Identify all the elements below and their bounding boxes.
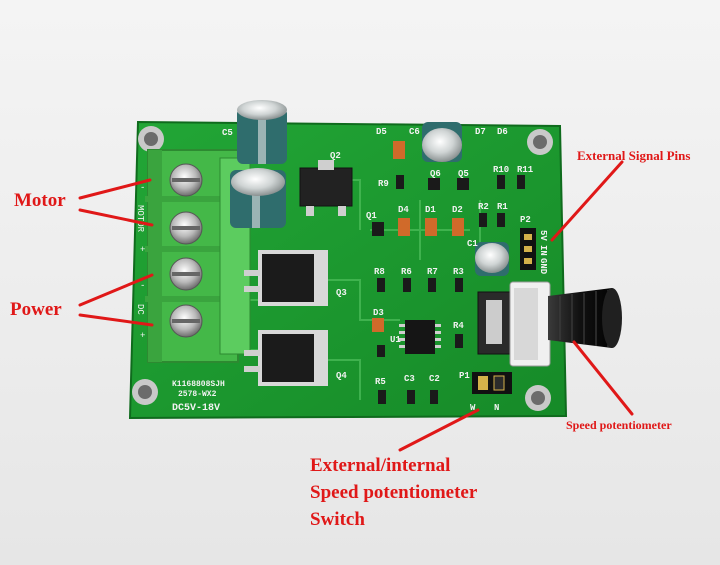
callout-arrow-icon: [78, 160, 634, 452]
callout-speed-switch: External/internal Speed potentiometer Sw…: [310, 452, 550, 533]
silk-d1: D1: [425, 205, 436, 215]
terminal-label: +: [140, 245, 145, 255]
silk-c3: C3: [404, 374, 415, 384]
capacitor-c6: [422, 122, 462, 162]
screw-icon: [169, 211, 203, 245]
silk-r4: R4: [453, 321, 464, 331]
silk-board-id-2: 2578-WX2: [178, 390, 217, 399]
silk-r6: R6: [401, 267, 412, 277]
header-p2: [520, 228, 536, 270]
silk-jumper-n: N: [494, 403, 499, 413]
silk-r3: R3: [453, 267, 464, 277]
silk-d6: D6: [497, 127, 508, 137]
silk-r2: R2: [478, 202, 489, 212]
silk-r7: R7: [427, 267, 438, 277]
screw-terminal-block: [145, 149, 251, 363]
mosfet-q4: [244, 330, 328, 386]
potentiometer-knob-icon: [548, 288, 622, 348]
silk-r1: R1: [497, 202, 508, 212]
capacitor-c5: [230, 100, 287, 228]
silk-p1: P1: [459, 371, 470, 381]
callout-power: Power: [10, 299, 62, 320]
mounting-hole-icon: [138, 126, 164, 152]
silk-d5: D5: [376, 127, 387, 137]
silk-board-id-1: K1168808SJH: [172, 380, 225, 389]
callout-motor: Motor: [14, 190, 66, 211]
silk-r11: R11: [517, 165, 534, 175]
silk-q2: Q2: [330, 151, 341, 161]
callout-external-signal-pins: External Signal Pins: [577, 148, 691, 163]
silk-c5: C5: [222, 128, 233, 138]
callout-switch-line: External/internal: [310, 455, 451, 476]
screw-icon: [169, 304, 203, 338]
mounting-hole-icon: [132, 379, 158, 405]
silk-d4: D4: [398, 205, 409, 215]
terminal-label: -: [140, 281, 145, 291]
silk-q6: Q6: [430, 169, 441, 179]
terminal-label: MOTOR: [135, 205, 145, 233]
silk-p2: P2: [520, 215, 531, 225]
ic-u1: [399, 320, 441, 354]
callout-speed-potentiometer: Speed potentiometer: [566, 418, 672, 432]
silk-c1: C1: [467, 239, 478, 249]
silk-q5: Q5: [458, 169, 469, 179]
mounting-hole-icon: [527, 129, 553, 155]
silk-header-5v: 5V: [538, 230, 548, 241]
silk-r9: R9: [378, 179, 389, 189]
silk-q4: Q4: [336, 371, 347, 381]
silk-d7: D7: [475, 127, 486, 137]
silk-r5: R5: [375, 377, 386, 387]
silk-q3: Q3: [336, 288, 347, 298]
callout-switch-line: Speed potentiometer: [310, 482, 478, 503]
silk-r10: R10: [493, 165, 509, 175]
silk-jumper-w: W: [470, 403, 476, 413]
mosfet-q3: [244, 250, 328, 306]
capacitor-c1: [475, 242, 509, 276]
terminal-label: +: [140, 331, 145, 341]
silk-header-gnd: GND: [538, 258, 548, 275]
silk-voltage-rating: DC5V-18V: [172, 403, 220, 414]
screw-icon: [169, 163, 203, 197]
screw-icon: [169, 257, 203, 291]
diode-icon: [372, 141, 464, 332]
smd-component-icon: [372, 175, 525, 404]
mounting-hole-icon: [525, 385, 551, 411]
jumper-p1: [472, 372, 512, 394]
silk-d3: D3: [373, 308, 384, 318]
silk-header-in: IN: [538, 245, 548, 256]
silk-d2: D2: [452, 205, 463, 215]
silk-c2: C2: [429, 374, 440, 384]
silk-c6: C6: [409, 127, 420, 137]
transistor-q2: [299, 160, 353, 216]
silk-r8: R8: [374, 267, 385, 277]
silk-q1: Q1: [366, 211, 377, 221]
terminal-label: -: [140, 183, 145, 193]
terminal-label: DC: [135, 304, 145, 315]
potentiometer: [477, 281, 551, 367]
callout-switch-line: Switch: [310, 509, 365, 530]
silk-u1: U1: [390, 335, 401, 345]
